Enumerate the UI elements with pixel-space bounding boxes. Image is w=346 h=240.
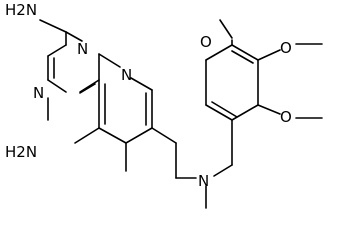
methoxy-upper-right-bond (257, 49, 281, 61)
amine-nitrogen: N (198, 172, 209, 190)
oxygen-top: O (200, 33, 212, 51)
chemical-structure: H2N H2N N N N N O O O (5, 1, 323, 209)
amine-label-top: H2N (5, 1, 37, 19)
structure-canvas: H2N H2N N N N N O O O (5, 1, 323, 209)
phenyl-ring-bonds (205, 44, 259, 166)
oxygen-upper-right: O (280, 39, 292, 57)
methoxy-methyl-top (219, 19, 233, 39)
c4-amine-bond (74, 127, 100, 144)
ring-nitrogen-3: N (33, 84, 44, 102)
pyrimidine-ring-bonds (39, 19, 100, 94)
methoxy-lower-right-bond (257, 104, 281, 115)
ring-nitrogen-1: N (77, 40, 88, 58)
ring-nitrogen-8: N (121, 66, 132, 84)
ch2-bond-a (151, 127, 177, 144)
amine-label-bottom: H2N (5, 143, 37, 161)
pyridine-ring-bonds (98, 53, 153, 144)
oxygen-lower-right: O (280, 108, 292, 126)
n-aryl-bond (213, 164, 233, 177)
